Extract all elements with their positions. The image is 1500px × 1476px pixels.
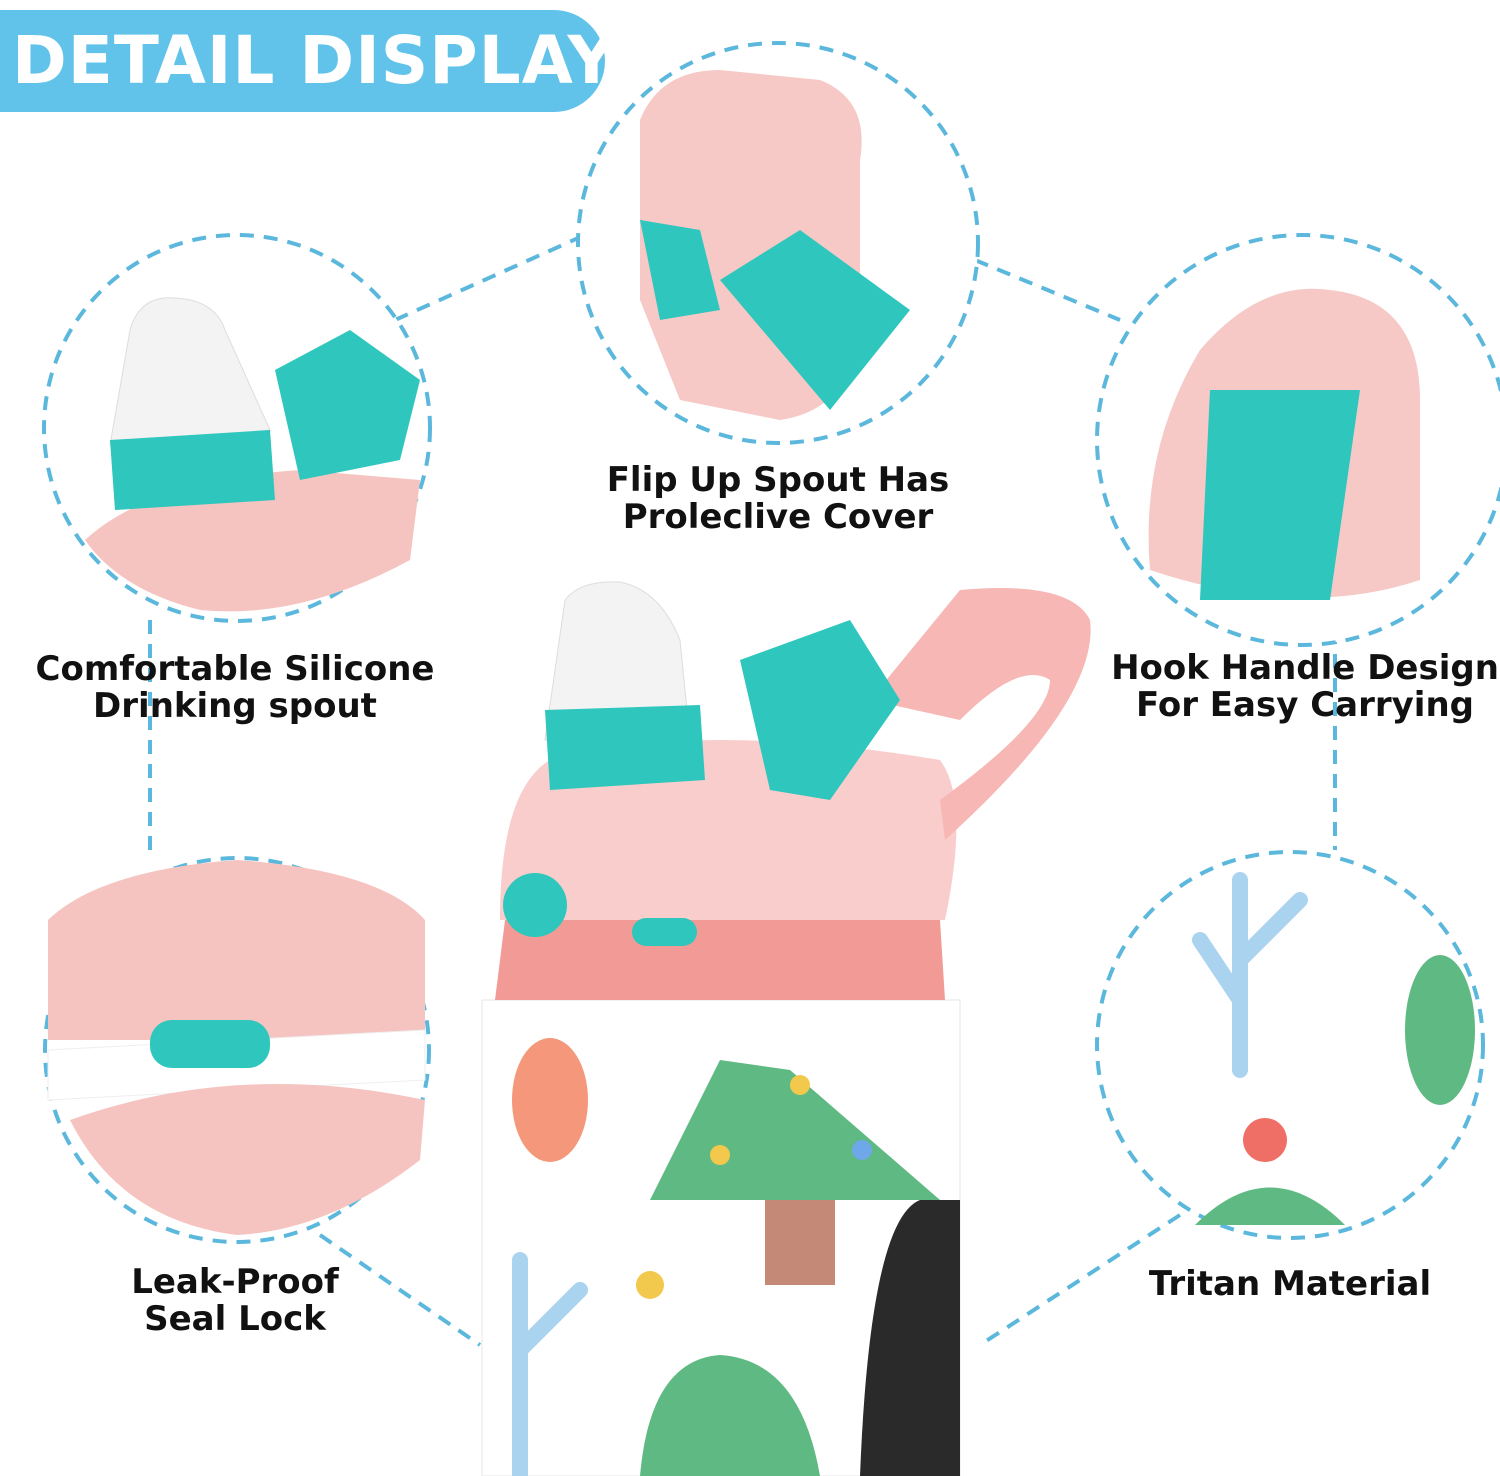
feature-line: Seal Lock [144, 1299, 326, 1339]
feature-line: Drinking spout [93, 686, 377, 726]
detail-circle-silicone-spout [42, 233, 432, 623]
detail-circle-seal-lock [43, 856, 431, 1244]
feature-line: Comfortable Silicone [35, 649, 435, 689]
detail-circle-flip-spout [576, 41, 980, 445]
detail-display-banner: DETAIL DISPLAY [0, 10, 615, 112]
feature-label-hook-handle: Hook Handle Design For Easy Carrying [1100, 650, 1500, 724]
feature-line: Hook Handle Design [1111, 648, 1499, 688]
feature-line: Leak-Proof [131, 1262, 339, 1302]
feature-label-flip-spout: Flip Up Spout Has Proleclive Cover [578, 462, 978, 536]
detail-circle-tritan [1095, 850, 1485, 1240]
detail-circle-hook-handle [1095, 233, 1500, 647]
bottle-illustration [481, 581, 1091, 1476]
feature-line: Proleclive Cover [622, 497, 934, 537]
feature-line: For Easy Carrying [1135, 685, 1474, 725]
connector-lines [148, 233, 1337, 1347]
feature-line: Tritan Material [1148, 1264, 1432, 1304]
feature-label-seal-lock: Leak-Proof Seal Lock [80, 1264, 390, 1338]
feature-line: Flip Up Spout Has [606, 460, 950, 500]
feature-label-silicone-spout: Comfortable Silicone Drinking spout [20, 651, 450, 725]
feature-label-tritan: Tritan Material [1120, 1266, 1460, 1303]
